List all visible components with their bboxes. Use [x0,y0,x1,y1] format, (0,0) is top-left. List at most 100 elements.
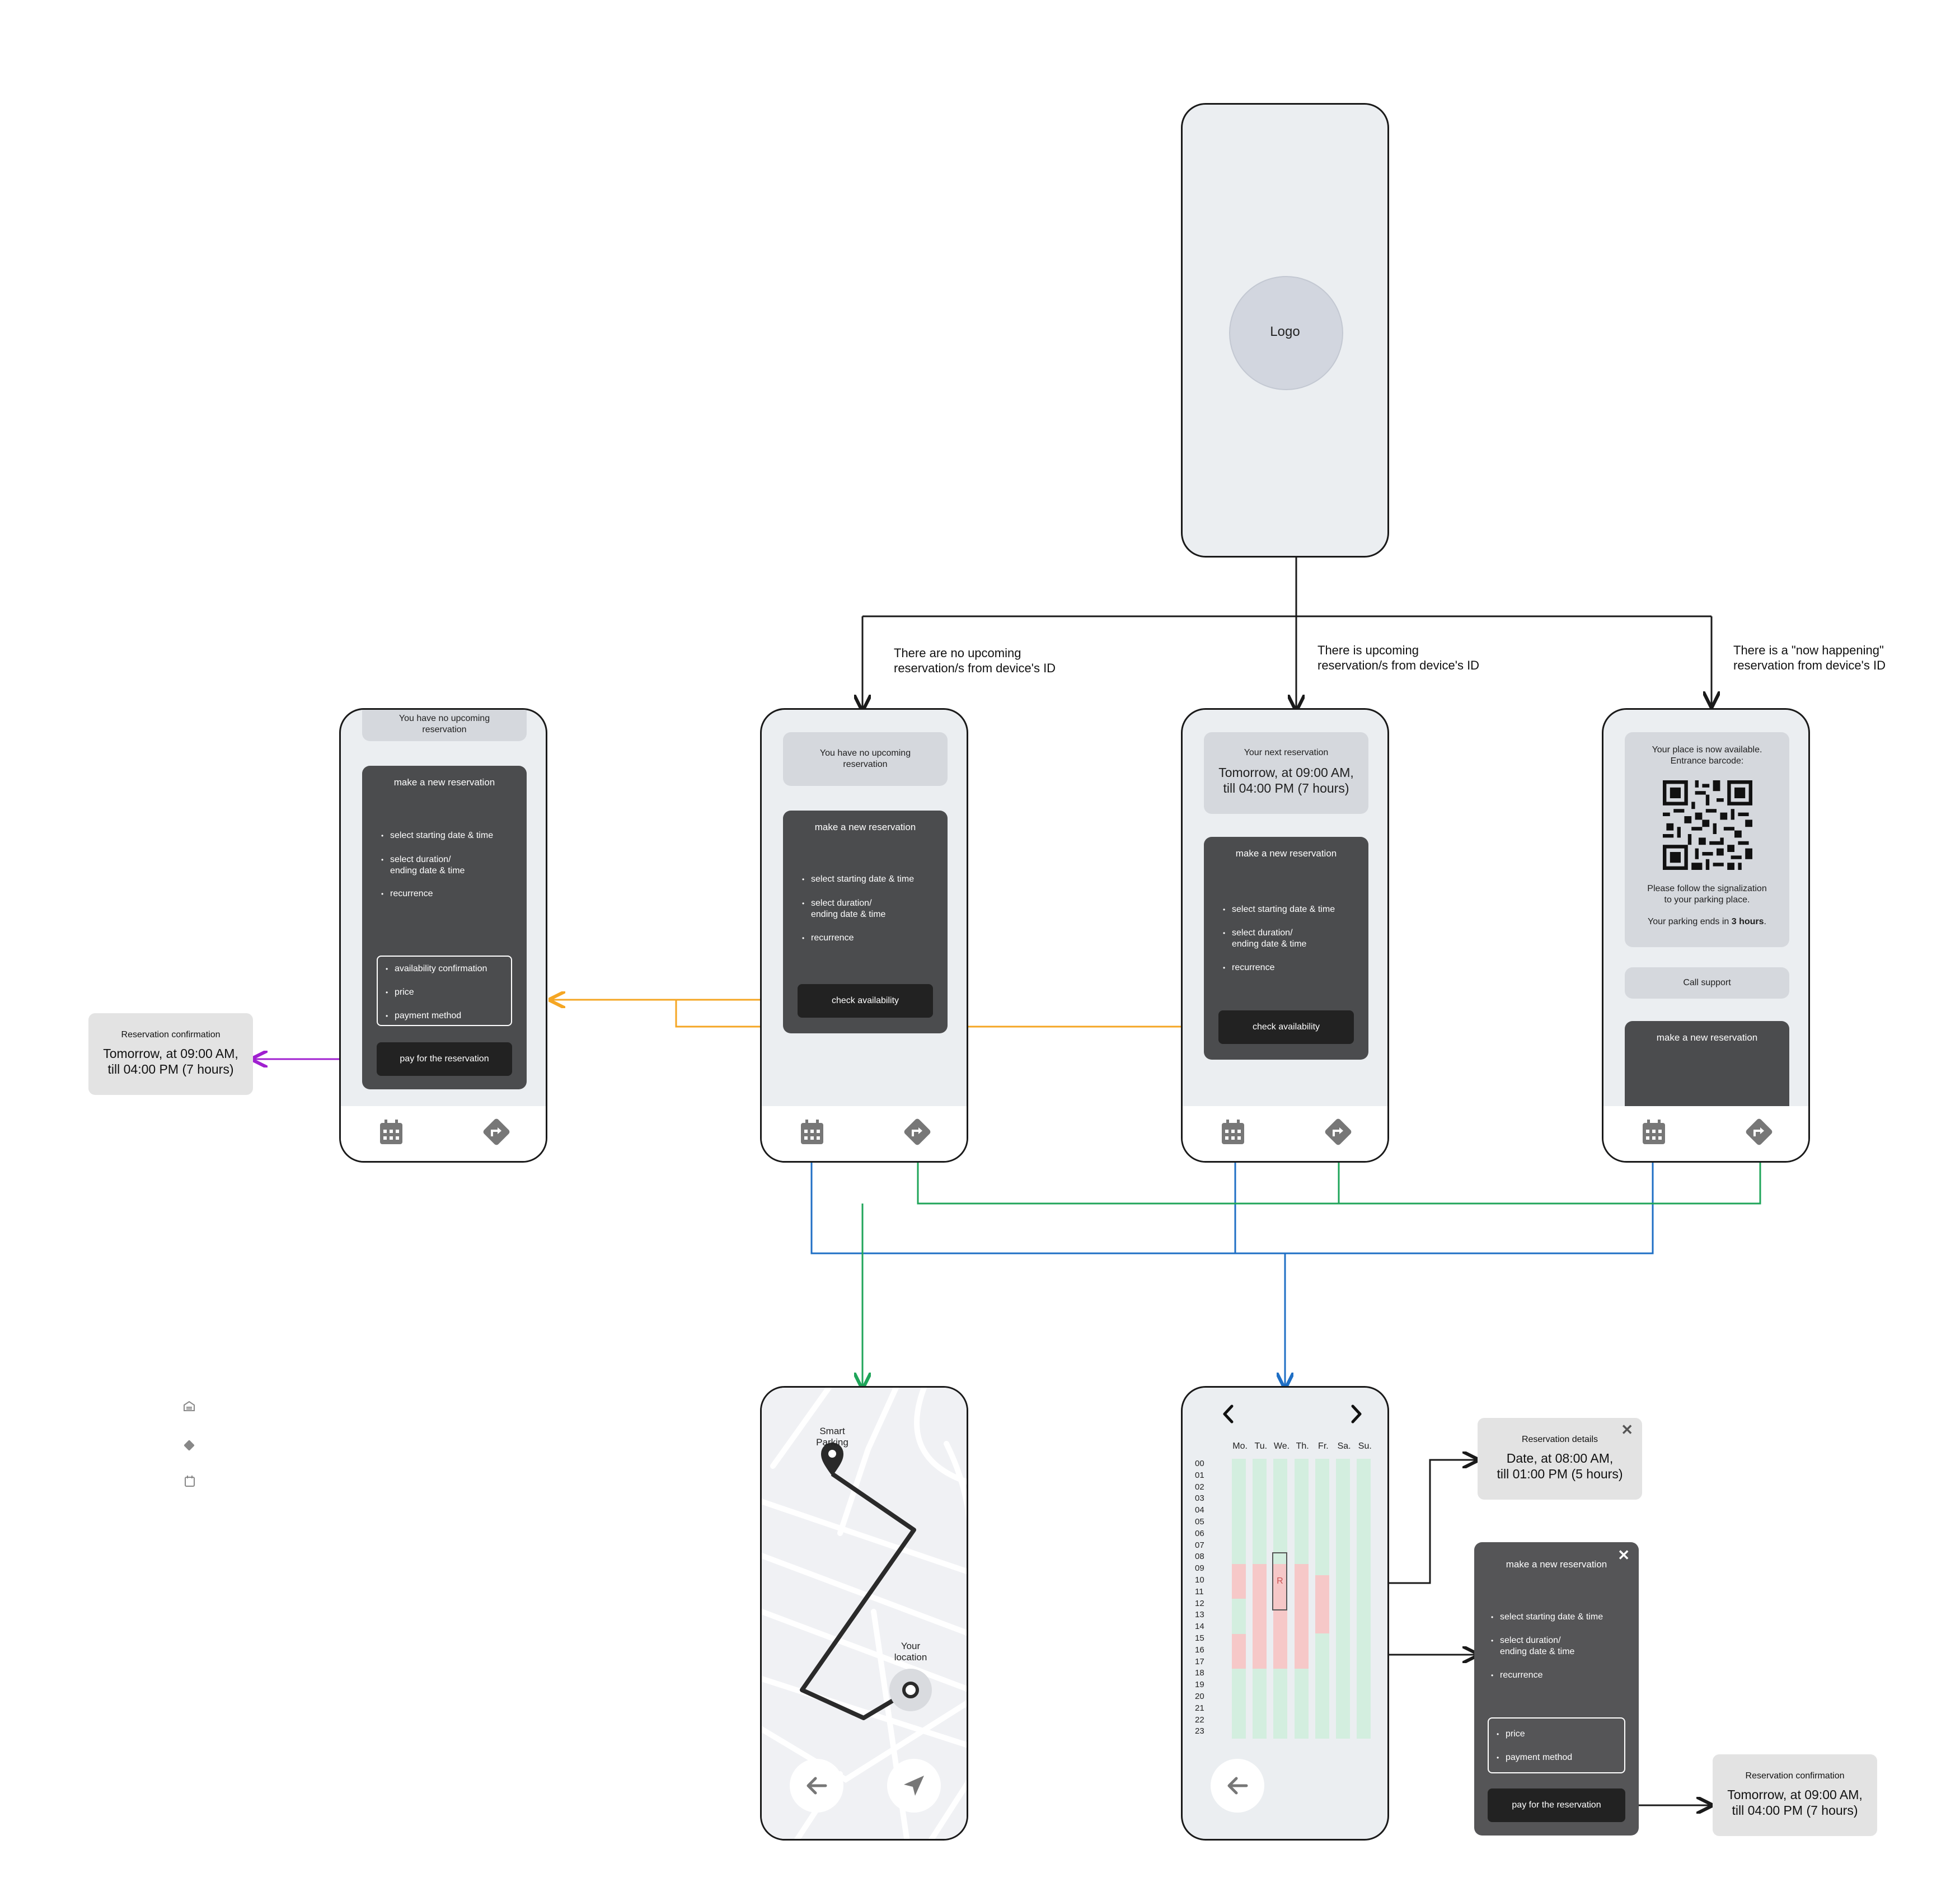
card-title: make a new reservation [393,777,495,788]
bottom-nav [341,1106,546,1161]
next-reservation-label: Your next reservation [1244,748,1329,757]
garage-icon [184,1401,195,1411]
new-reservation-card: make a new reservation select starting d… [1204,837,1368,1060]
card-title: make a new reservation [1656,1032,1758,1043]
reservation-marker[interactable]: R [1272,1552,1288,1610]
sub-payment: payment method [386,1010,461,1022]
scrolled-reservation-screen: You have no upcoming reservation make a … [339,708,547,1163]
item-duration[interactable]: select duration/ ending date & time [381,854,465,877]
call-support-label: Call support [1683,978,1731,987]
branch-label-now: There is a "now happening" reservation f… [1733,643,1886,672]
weekday-label: Mo. [1232,1441,1248,1451]
hour-label: 06 [1195,1528,1204,1538]
directions-icon[interactable] [1324,1117,1353,1146]
next-week-chevron-icon[interactable] [1349,1404,1363,1424]
close-icon[interactable]: ✕ [1617,1547,1630,1563]
item-start[interactable]: select starting date & time [1223,904,1335,915]
ends-bold: 3 hours [1731,917,1764,926]
hour-label: 02 [1195,1482,1204,1492]
item-start[interactable]: select starting date & time [1491,1612,1603,1623]
hour-label: 11 [1195,1586,1204,1596]
calendar-icon[interactable] [379,1118,404,1145]
sub-payment: payment method [1497,1752,1572,1763]
hour-label: 17 [1195,1656,1204,1666]
day-column[interactable] [1357,1459,1371,1739]
next-reservation-card: Your next reservation Tomorrow, at 09:00… [1204,732,1368,814]
item-recurrence[interactable]: recurrence [802,933,854,944]
hour-label: 05 [1195,1517,1204,1527]
booked-slot [1273,1563,1288,1669]
pay-button[interactable]: pay for the reservation [377,1042,512,1076]
hour-label: 01 [1195,1470,1204,1480]
booked-slot [1315,1575,1329,1634]
confirmation-popup-right: Reservation confirmation Tomorrow, at 09… [1713,1754,1877,1836]
item-recurrence[interactable]: recurrence [381,888,433,900]
branch-label-no-upcoming: There are no upcoming reservation/s from… [894,646,1056,675]
confirmation-label: Reservation confirmation [121,1030,221,1040]
hour-label: 10 [1195,1575,1204,1585]
weekday-headers: Mo.Tu.We.Th.Fr.Sa.Su. [1230,1441,1375,1455]
item-start[interactable]: select starting date & time [381,830,493,841]
sub-price: price [1497,1729,1525,1740]
check-availability-button[interactable]: check availability [1218,1010,1354,1044]
green-lines [862,1159,1761,1388]
navigate-arrow-icon[interactable] [901,1772,927,1799]
day-column[interactable] [1273,1459,1288,1739]
availability-grid[interactable]: R [1230,1459,1375,1739]
confirmation-label: Reservation confirmation [1745,1771,1845,1781]
day-column[interactable] [1253,1459,1267,1739]
item-duration[interactable]: select duration/ ending date & time [1491,1635,1574,1657]
day-column[interactable] [1232,1459,1246,1739]
booked-slot [1232,1633,1246,1669]
no-reservation-card: You have no upcoming reservation [362,710,527,741]
back-button[interactable] [1211,1759,1264,1813]
weekday-label: Fr. [1318,1441,1329,1451]
booked-slot [1294,1563,1309,1669]
popup-title: make a new reservation [1506,1559,1607,1570]
hour-label: 19 [1195,1680,1204,1690]
calendar-icon[interactable] [1642,1118,1666,1145]
weekday-label: We. [1273,1441,1290,1451]
prev-week-chevron-icon[interactable] [1222,1404,1235,1424]
back-arrow-icon[interactable] [803,1772,830,1799]
booked-slot [1232,1563,1246,1599]
hour-label: 04 [1195,1505,1204,1515]
item-start[interactable]: select starting date & time [802,874,914,885]
branch-label-upcoming: There is upcoming reservation/s from dev… [1317,643,1480,672]
hour-label: 20 [1195,1692,1204,1701]
item-recurrence[interactable]: recurrence [1223,962,1274,973]
directions-icon[interactable] [903,1117,932,1146]
day-column[interactable] [1315,1459,1329,1739]
hour-label: 08 [1195,1552,1204,1562]
day-column[interactable] [1294,1459,1309,1739]
no-reservation-text: You have no upcoming reservation [398,714,490,734]
qr-code-icon [1663,780,1752,870]
card-title: make a new reservation [814,822,916,832]
confirmation-value: Tomorrow, at 09:00 AM, till 04:00 PM (7 … [1727,1787,1863,1818]
my-location-dot [902,1682,919,1698]
directions-icon[interactable] [1745,1117,1774,1146]
item-duration[interactable]: select duration/ ending date & time [1223,928,1306,950]
map-screen: Smart Parking Your location [760,1386,968,1841]
map-canvas [762,1388,967,1839]
directions-icon[interactable] [482,1117,511,1146]
calendar-icon[interactable] [800,1118,824,1145]
day-column[interactable] [1336,1459,1350,1739]
pay-button[interactable]: pay for the reservation [1488,1788,1625,1822]
calendar-icon[interactable] [1221,1118,1245,1145]
summary-box: price payment method [1488,1717,1625,1773]
your-location-label: Your location [894,1641,927,1663]
call-support-button[interactable]: Call support [1625,967,1789,999]
parking-ends-text: Your parking ends in 3 hours. [1625,917,1789,927]
hour-label: 22 [1195,1715,1204,1725]
close-icon[interactable]: ✕ [1621,1421,1633,1438]
check-availability-button[interactable]: check availability [798,984,933,1018]
details-label: Reservation details [1521,1435,1598,1444]
ends-suffix: . [1764,917,1766,926]
confirmation-popup-left: Reservation confirmation Tomorrow, at 09… [88,1013,253,1095]
ends-prefix: Your parking ends in [1648,917,1732,926]
calendar-small-icon [185,1476,195,1487]
item-recurrence[interactable]: recurrence [1491,1670,1542,1681]
hour-label: 18 [1195,1668,1204,1678]
item-duration[interactable]: select duration/ ending date & time [802,898,885,920]
